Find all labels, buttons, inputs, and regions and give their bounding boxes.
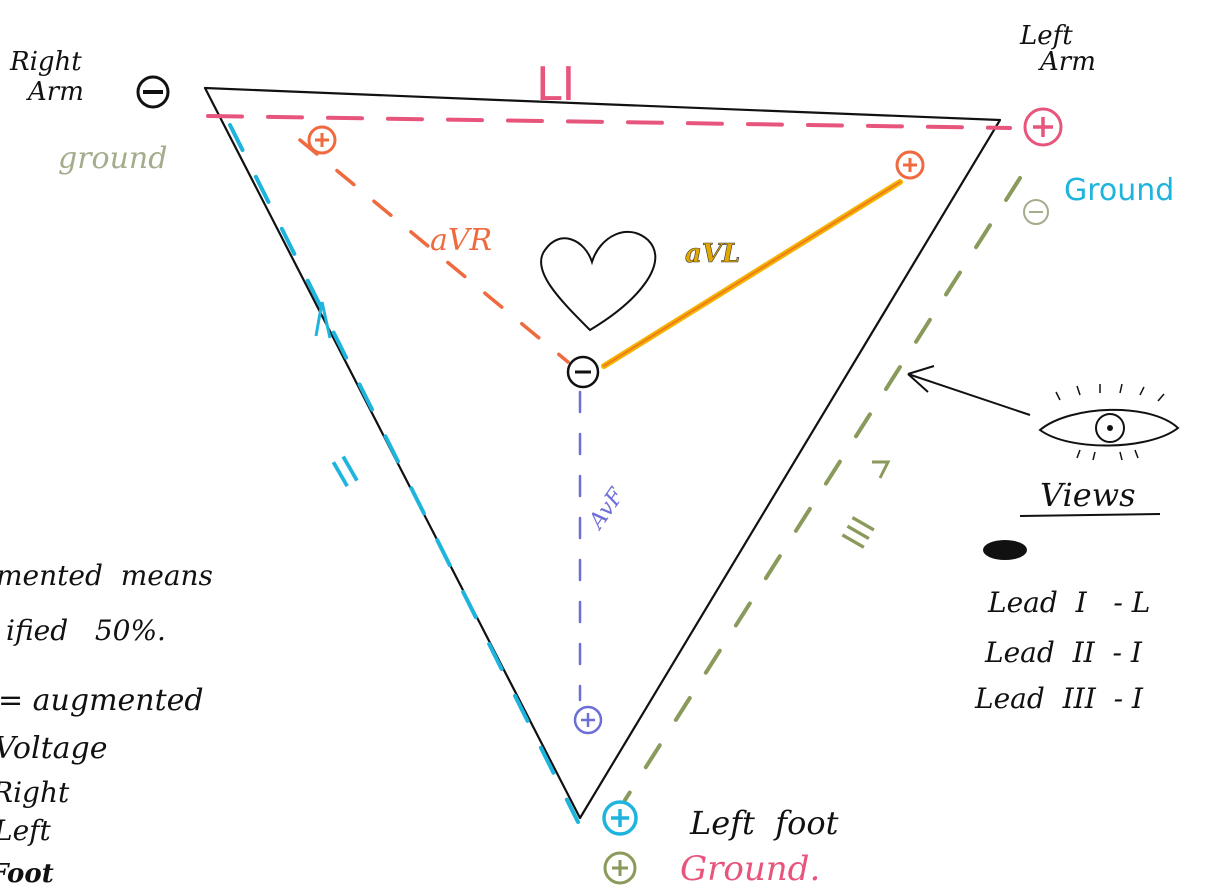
lead-iii-arrow xyxy=(872,462,888,478)
note-line-1: mented means xyxy=(0,559,213,592)
note-line-3: = augmented xyxy=(0,683,204,718)
eye-icon xyxy=(1040,384,1178,460)
views-underline xyxy=(1020,514,1160,516)
note-line-5: Right xyxy=(0,776,70,809)
left-ground-minus-icon xyxy=(1024,200,1048,224)
lead-iii-label: III xyxy=(835,510,885,556)
central-minus-icon xyxy=(568,357,598,387)
note-line-6: Left xyxy=(0,814,52,847)
note-line-2: ified 50%. xyxy=(6,614,166,647)
lead-i-line xyxy=(208,116,1010,128)
note-line-4: Voltage xyxy=(0,731,107,766)
views-line-1: Lead I - L xyxy=(987,586,1150,619)
avl-plus-icon xyxy=(897,152,923,178)
einthoven-triangle xyxy=(205,88,1000,818)
view-arrow xyxy=(908,366,1030,415)
avf-plus-icon xyxy=(575,707,601,733)
scribble xyxy=(983,540,1027,560)
right-arm-label-1: Right xyxy=(9,47,82,77)
right-arm-label-2: Arm xyxy=(26,77,84,107)
right-arm-minus-icon xyxy=(138,77,168,107)
lead-ii-label: II xyxy=(325,447,366,496)
views-line-3: Lead III - I xyxy=(974,682,1144,715)
left-arm-label-2: Arm xyxy=(1038,47,1096,77)
heart-icon xyxy=(541,232,655,330)
note-line-7: Foot xyxy=(0,859,54,889)
left-foot-plus-icon xyxy=(604,802,636,834)
left-ground-label: Ground xyxy=(1064,173,1174,208)
left-foot-label: Left foot xyxy=(689,804,839,842)
views-title: Views xyxy=(1040,476,1136,514)
avl-label: aVL xyxy=(685,239,740,269)
avr-plus-icon xyxy=(309,127,335,153)
left-arm-plus-icon xyxy=(1025,109,1061,145)
right-ground-label: ground xyxy=(58,141,167,176)
avr-label: aVR xyxy=(430,223,492,258)
lead-i-label: LI xyxy=(536,57,575,111)
foot-ground-plus-icon xyxy=(605,853,635,883)
avf-label: AvF xyxy=(583,484,630,536)
foot-ground-label: Ground. xyxy=(680,849,820,889)
lead-iii-line xyxy=(625,178,1020,800)
views-line-2: Lead II - I xyxy=(984,636,1143,669)
